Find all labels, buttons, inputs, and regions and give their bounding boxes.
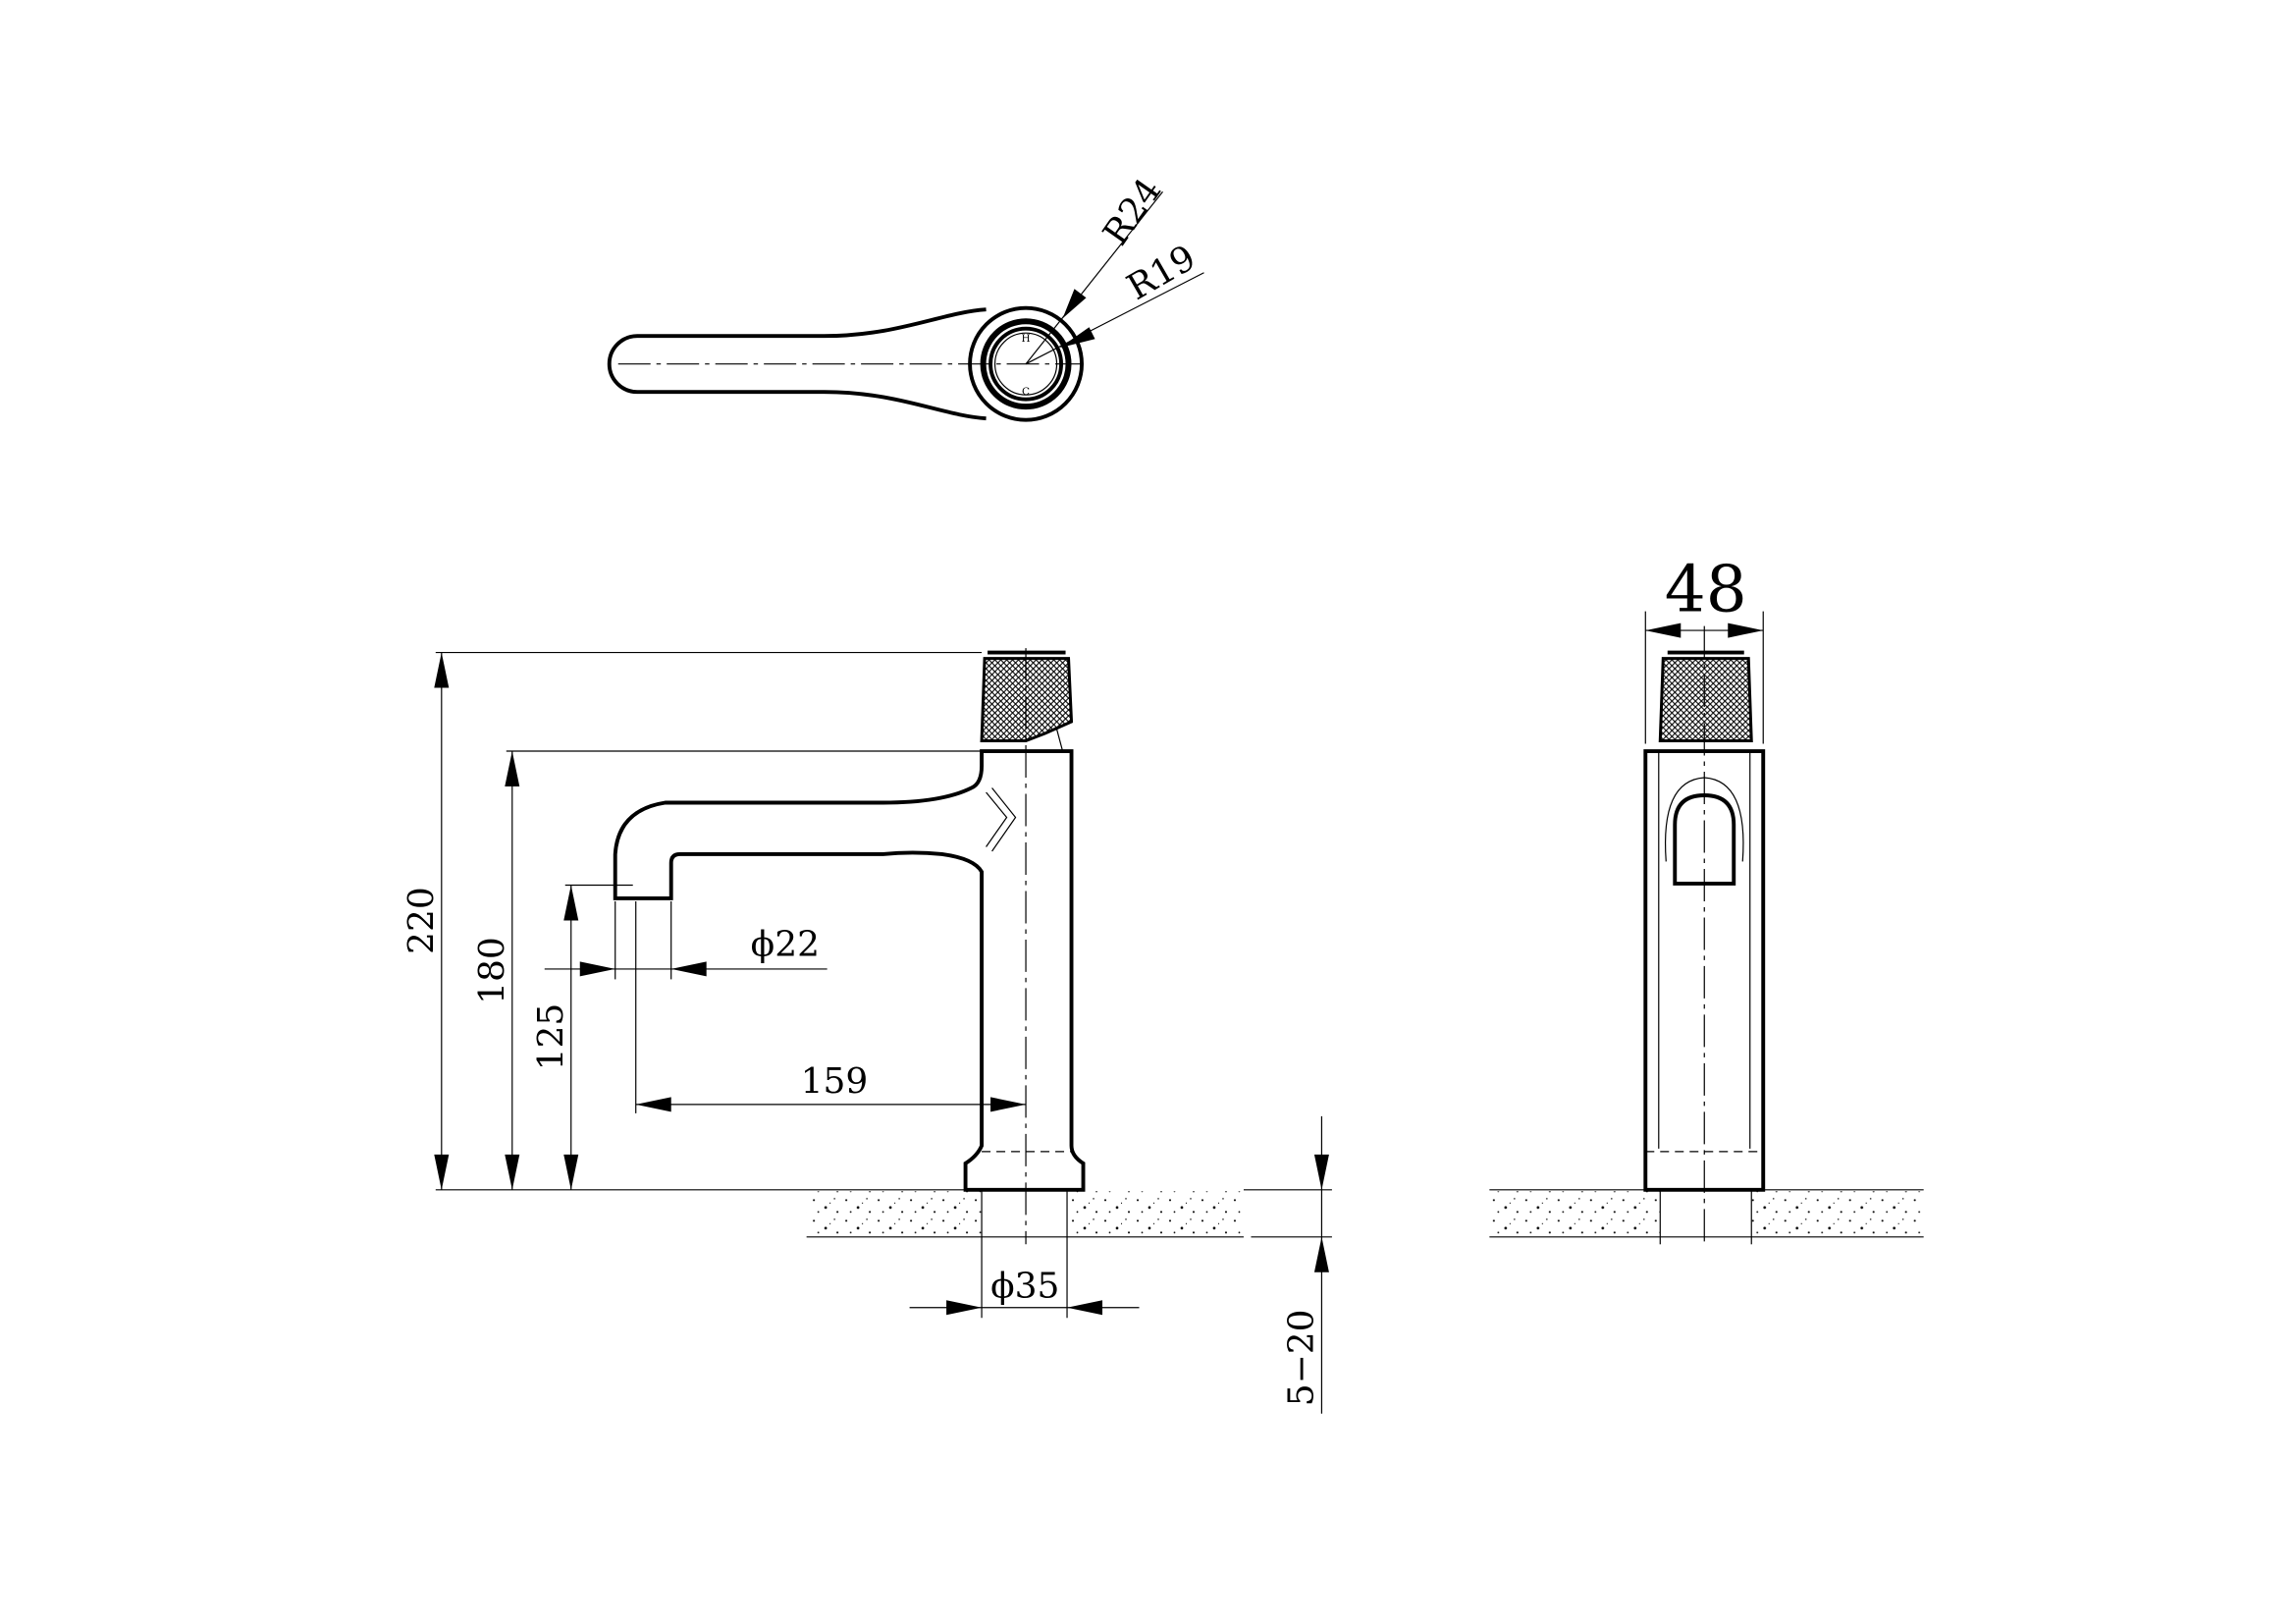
outer-ring	[968, 305, 1084, 422]
arrow	[434, 1154, 450, 1190]
top-view: H C R24 R19	[607, 171, 1204, 422]
arrow	[635, 1097, 671, 1112]
knurled-handle	[980, 657, 1074, 743]
arrow	[563, 885, 579, 921]
arrow	[434, 652, 450, 688]
faucet-body-outline	[613, 749, 1086, 1192]
inner-ring	[988, 326, 1063, 402]
dim-220-label: 220	[401, 887, 442, 954]
counter-left	[806, 1191, 983, 1237]
handle-lever-outline	[607, 307, 987, 421]
arrow	[563, 1154, 579, 1190]
arrow	[670, 961, 707, 977]
dim-159-label: 159	[801, 1061, 869, 1102]
arrow	[505, 751, 520, 787]
r24-label: R24	[1095, 171, 1169, 252]
dim-48-label: 48	[1665, 552, 1747, 627]
r19-label: R19	[1121, 238, 1203, 308]
knurled-handle	[1658, 657, 1753, 743]
r24-leader	[1025, 190, 1163, 365]
arrow	[1728, 622, 1764, 638]
dim-5-20-label: 5−20	[1281, 1309, 1321, 1406]
front-body-outline	[1643, 749, 1766, 1192]
hot-mark: H	[1021, 333, 1030, 345]
arrow	[1313, 1154, 1329, 1190]
r19-arrow	[1059, 327, 1095, 349]
counter-right	[1067, 1191, 1244, 1237]
arrow	[1645, 622, 1682, 638]
arrow	[505, 1154, 520, 1190]
dim-180-label: 180	[472, 937, 512, 1004]
arrow	[1313, 1236, 1329, 1272]
cold-mark: C	[1022, 386, 1030, 398]
cap-ring	[993, 332, 1058, 396]
handle-stem	[1055, 729, 1064, 752]
dim-35-label: ϕ35	[990, 1266, 1059, 1306]
middle-ring	[980, 318, 1072, 410]
counter-left	[1489, 1191, 1661, 1237]
side-view: 220 180 125 ϕ22 159 ϕ35 5−2	[401, 648, 1332, 1414]
r24-arrow	[1062, 289, 1087, 319]
counter-right	[1751, 1191, 1924, 1237]
arrow	[946, 1300, 983, 1316]
spout-junction-detail	[986, 787, 1017, 852]
arrow	[990, 1097, 1027, 1112]
dim-125-label: 125	[531, 1003, 571, 1071]
arrow	[1067, 1300, 1103, 1316]
arrow	[579, 961, 615, 977]
r19-leader	[1025, 272, 1204, 365]
front-view: 48	[1489, 552, 1924, 1245]
dim-22-label: ϕ22	[751, 924, 820, 964]
